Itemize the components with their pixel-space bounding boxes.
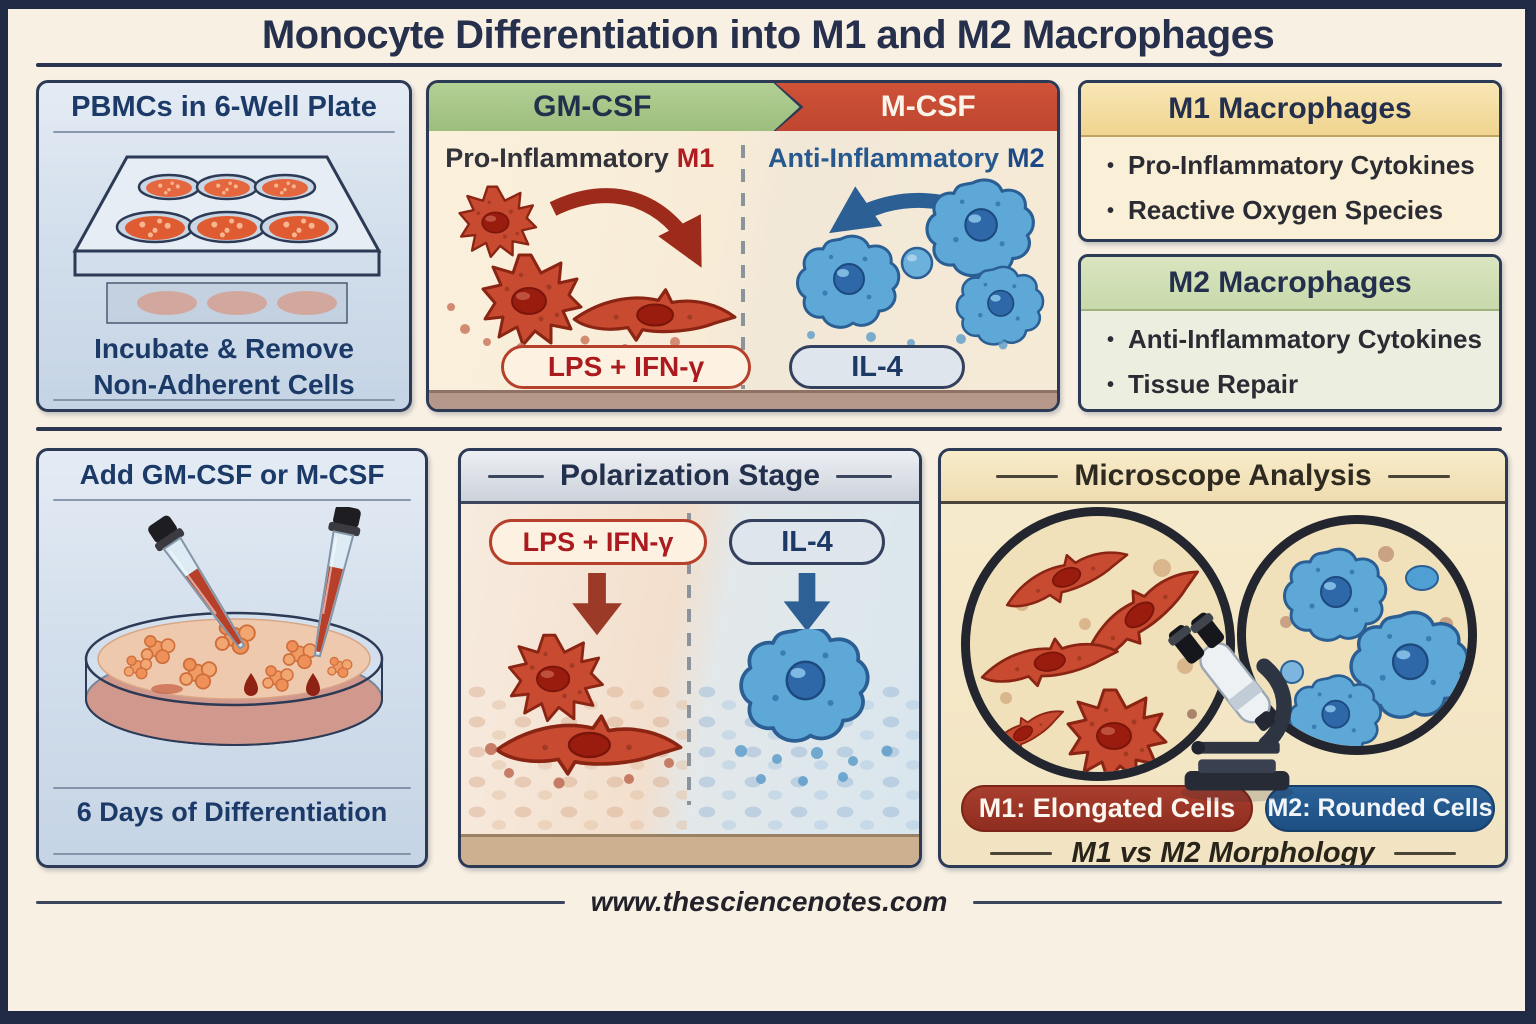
m2-macrophages-card: M2 Macrophages Anti-Inflammatory Cytokin…: [1078, 254, 1502, 412]
divider: [53, 399, 395, 401]
bullet-item: Tissue Repair: [1107, 362, 1491, 407]
lps-ifn-badge: LPS + IFN-γ: [489, 519, 707, 565]
footer-line-left: [36, 900, 565, 904]
petri-dish-illustration: [84, 507, 384, 746]
header-dash-left: [996, 474, 1059, 478]
six-well-plate-illustration: [72, 155, 382, 324]
gm-csf-chevron: [429, 83, 800, 131]
m2-bullet-2: Tissue Repair: [1128, 369, 1299, 399]
panel-add-csf: Add GM-CSF or M-CSF 6 Days of Differenti…: [36, 448, 428, 868]
il4-badge: IL-4: [729, 519, 885, 565]
title-divider: [36, 63, 1502, 67]
blue-down-arrow-icon: [783, 573, 831, 632]
pro-inflammatory-text: Pro-Inflammatory: [445, 143, 669, 173]
microscope-header-text: Microscope Analysis: [1074, 459, 1372, 492]
add-csf-caption: 6 Days of Differentiation: [76, 797, 388, 827]
m2-cell-illustration: [735, 629, 893, 786]
m1-card-list: Pro-Inflammatory Cytokines Reactive Oxyg…: [1107, 143, 1491, 233]
m1-bullet-2: Reactive Oxygen Species: [1128, 195, 1444, 225]
footer-line-right: [973, 900, 1503, 904]
dashed-divider: [687, 513, 691, 805]
anti-inflammatory-text: Anti-Inflammatory: [767, 143, 1000, 173]
pbmcs-caption-line2: Non-Adherent Cells: [93, 369, 355, 400]
divider: [53, 499, 411, 501]
m2-rounded-badge: M2: Rounded Cells: [1265, 785, 1495, 832]
header-dash-left: [487, 474, 544, 478]
row-divider: [36, 427, 1502, 431]
bullet-item: Pro-Inflammatory Cytokines: [1107, 143, 1491, 188]
m1-elongated-badge: M1: Elongated Cells: [961, 785, 1253, 832]
divider: [53, 787, 411, 789]
morphology-caption-text: M1 vs M2 Morphology: [1071, 837, 1375, 868]
pbmcs-header: PBMCs in 6-Well Plate: [71, 91, 377, 123]
polarization-header: Polarization Stage: [461, 451, 919, 504]
page-title: Monocyte Differentiation into M1 and M2 …: [261, 13, 1275, 57]
add-csf-header: Add GM-CSF or M-CSF: [79, 459, 385, 490]
m2-text: M2: [1007, 143, 1045, 173]
m1-text: M1: [676, 143, 715, 173]
m2-bullet-1: Anti-Inflammatory Cytokines: [1128, 324, 1482, 354]
csf-header-band: GM-CSF M-CSF: [429, 83, 1057, 131]
m2-microscope-view: [1237, 515, 1477, 755]
dashed-divider: [741, 145, 745, 389]
caption-dash-right: [1394, 852, 1457, 855]
microscope-header: Microscope Analysis: [941, 451, 1505, 504]
red-down-arrow-icon: [572, 573, 622, 636]
divider: [53, 853, 411, 855]
morphology-caption: M1 vs M2 Morphology: [941, 837, 1505, 868]
m1-cells-illustration: [447, 185, 737, 353]
m1-cell-illustration: [485, 633, 683, 789]
m-csf-header: M-CSF: [880, 90, 976, 123]
m1-card-header: M1 Macrophages: [1081, 83, 1499, 137]
lps-ifn-badge: LPS + IFN-γ: [501, 345, 751, 389]
m2-cells-illustration: [796, 178, 1045, 350]
polarization-header-text: Polarization Stage: [559, 459, 821, 492]
m2-field-illustration: [1280, 546, 1468, 746]
panel-microscope-analysis: Microscope Analysis: [938, 448, 1508, 868]
il4-badge: IL-4: [789, 345, 965, 389]
website-url: www.thesciencenotes.com: [590, 886, 948, 917]
panel-polarization-stage: Polarization Stage LPS + IFN-γ IL-4: [458, 448, 922, 868]
bullet-item: Anti-Inflammatory Cytokines: [1107, 317, 1491, 362]
panel-pbmcs: PBMCs in 6-Well Plate: [36, 80, 412, 412]
m2-card-list: Anti-Inflammatory Cytokines Tissue Repai…: [1107, 317, 1491, 407]
gm-csf-header: GM-CSF: [533, 90, 652, 123]
header-dash-right: [1387, 474, 1450, 478]
pbmcs-caption: Incubate & Remove Non-Adherent Cells: [39, 331, 409, 403]
m2-card-header: M2 Macrophages: [1081, 257, 1499, 311]
pbmcs-caption-line1: Incubate & Remove: [94, 333, 354, 364]
microscope-icon: [1168, 612, 1294, 803]
bullet-item: Reactive Oxygen Species: [1107, 188, 1491, 233]
m1-bullet-1: Pro-Inflammatory Cytokines: [1128, 150, 1475, 180]
footer: www.thesciencenotes.com: [36, 884, 1503, 920]
caption-dash-left: [989, 852, 1052, 855]
m1-macrophages-card: M1 Macrophages Pro-Inflammatory Cytokine…: [1078, 80, 1502, 242]
header-dash-right: [836, 474, 893, 478]
substrate-strip: [429, 390, 1057, 409]
divider: [53, 131, 395, 133]
substrate-strip: [461, 834, 919, 865]
